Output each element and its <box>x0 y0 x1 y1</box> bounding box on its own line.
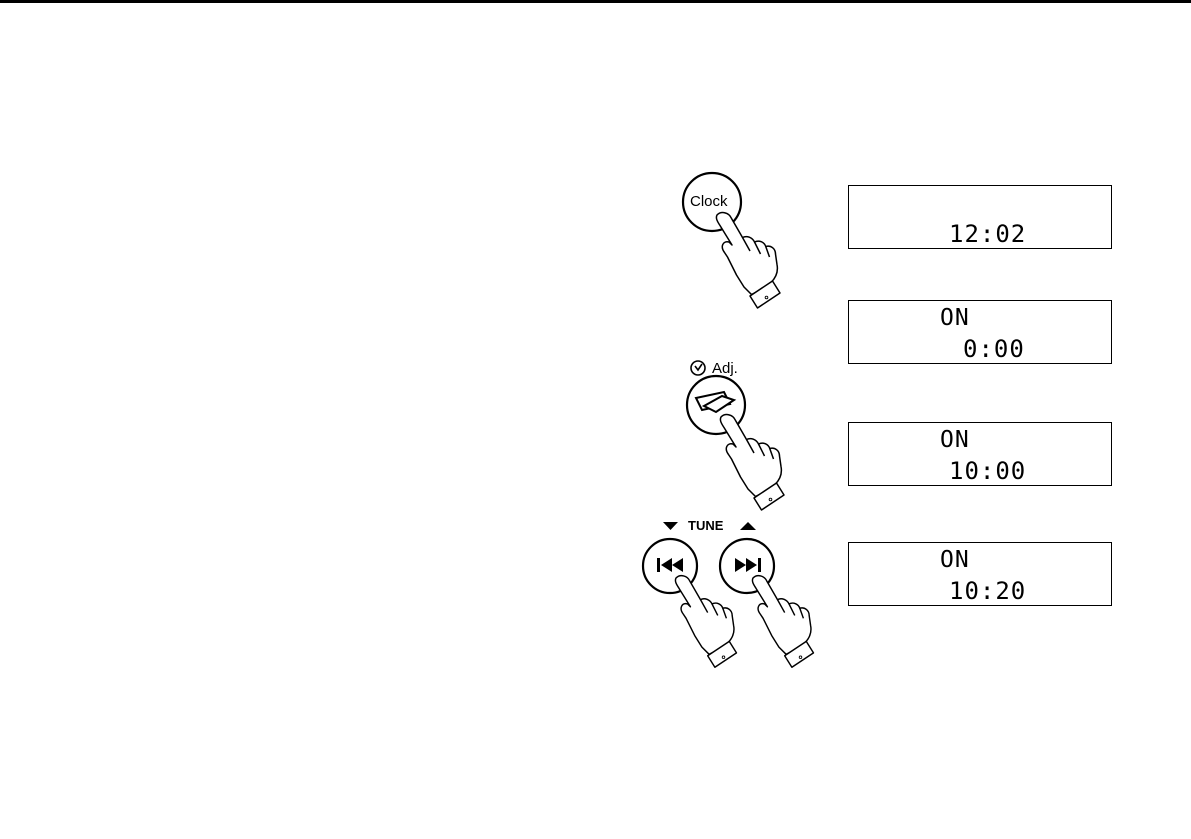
lcd-line-1: ON <box>940 305 970 331</box>
lcd-line-2: 12:02 <box>949 220 1026 248</box>
lcd-line-2: 0:00 <box>963 335 1025 363</box>
lcd-display-1: 12:02 <box>848 185 1112 249</box>
alarm-clock-icon <box>691 361 705 375</box>
tune-label: TUNE <box>688 518 723 533</box>
pointing-hand-icon <box>675 576 736 668</box>
adj-button-label: Adj. <box>712 360 738 377</box>
lcd-line-1: ON <box>940 427 970 453</box>
pointing-hand-icon <box>720 415 784 510</box>
clock-button-label: Clock <box>690 193 728 210</box>
pointing-hand-icon <box>716 213 780 308</box>
lcd-line-2: 10:20 <box>949 577 1026 605</box>
lcd-display-4: ON 10:20 <box>848 542 1112 606</box>
pointing-hand-icon <box>752 576 813 668</box>
lcd-display-2: ON 0:00 <box>848 300 1112 364</box>
triangle-down-icon <box>663 522 678 530</box>
lcd-line-1: ON <box>940 547 970 573</box>
lcd-line-2: 10:00 <box>949 457 1026 485</box>
lcd-display-3: ON 10:00 <box>848 422 1112 486</box>
triangle-up-icon <box>740 522 756 530</box>
